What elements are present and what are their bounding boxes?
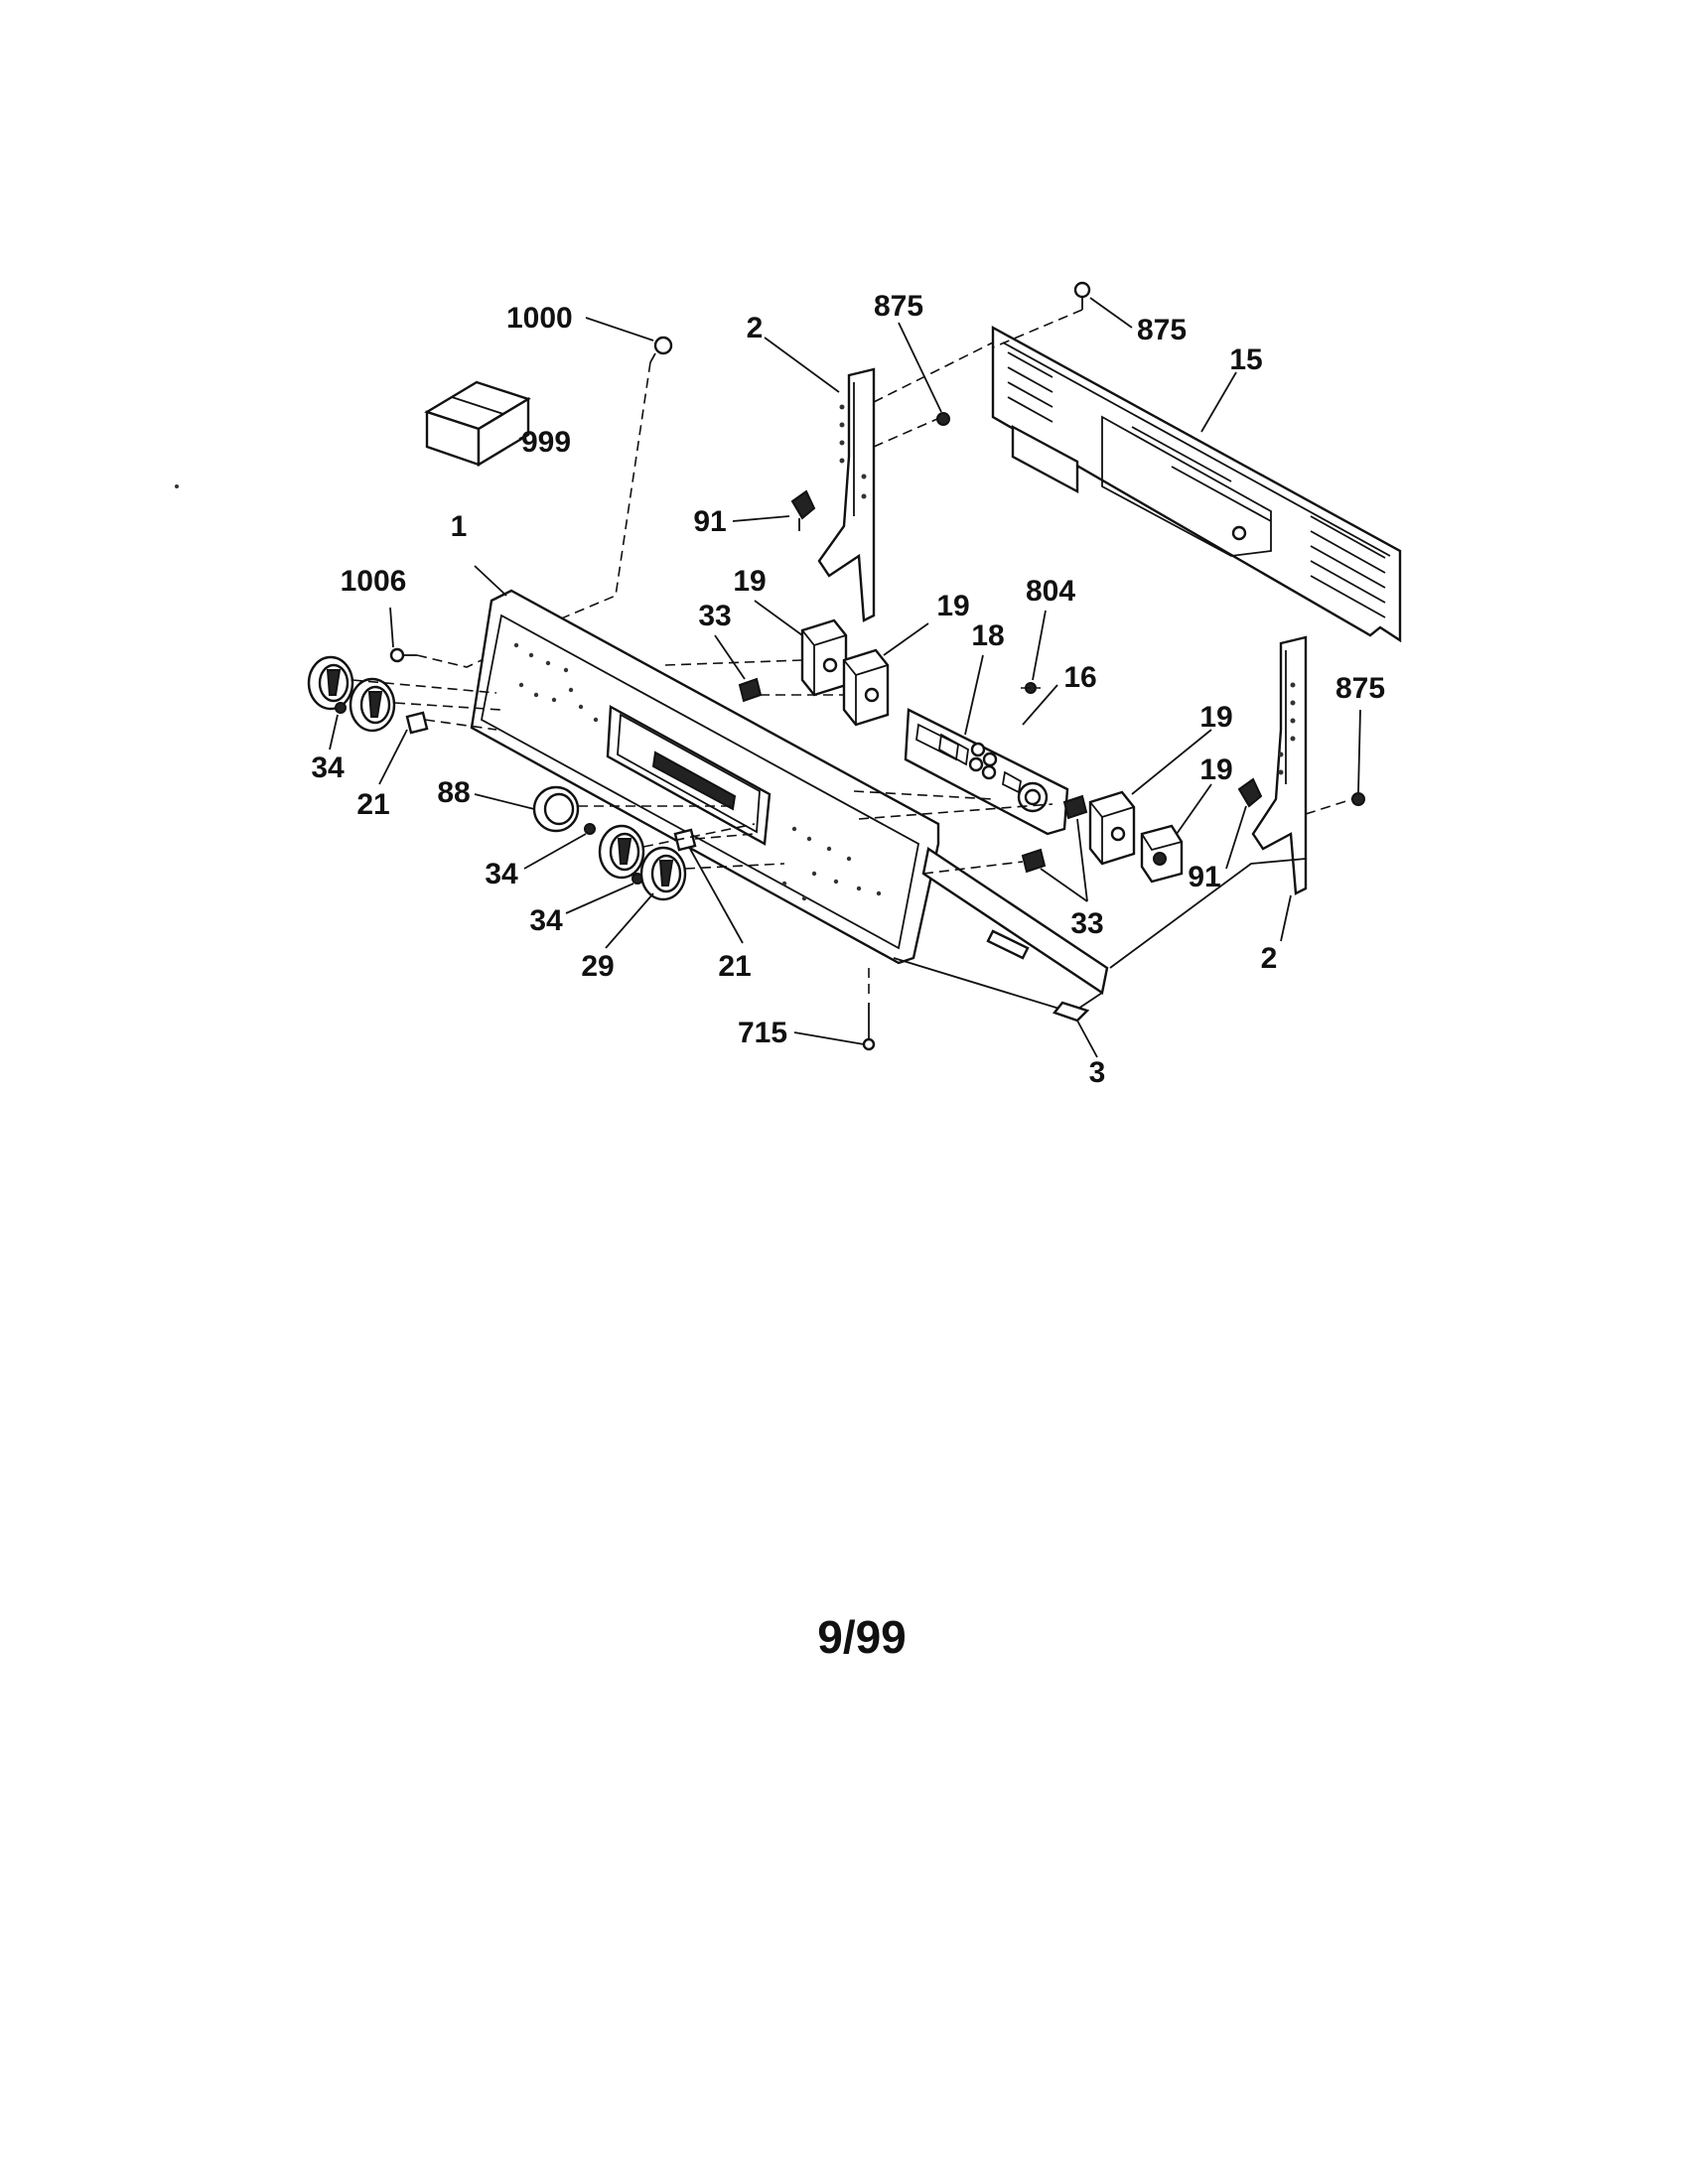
clip-33-right-a-icon xyxy=(1062,794,1088,820)
knob-upper-left-icon xyxy=(307,655,354,711)
clip-33-right-b-icon xyxy=(1021,848,1047,874)
callout-21-a: 21 xyxy=(356,788,389,821)
callout-2-top: 2 xyxy=(747,312,764,344)
screw-1000-icon xyxy=(649,336,673,363)
bracket-clip-91-right-icon xyxy=(1237,777,1263,808)
callout-875-right: 875 xyxy=(1335,672,1385,705)
knob-stem-21-a-icon xyxy=(405,711,429,735)
control-panel-part xyxy=(470,589,940,965)
callout-999: 999 xyxy=(521,426,571,459)
side-bracket-right-part xyxy=(1251,635,1308,895)
page-footer-date: 9/99 xyxy=(817,1611,907,1663)
callout-91-right: 91 xyxy=(1188,861,1220,893)
callout-19-b: 19 xyxy=(936,590,969,622)
screw-715-icon xyxy=(862,1003,876,1051)
callout-29: 29 xyxy=(581,950,614,983)
switch-19-a-icon xyxy=(800,618,848,697)
callout-91-top: 91 xyxy=(693,505,726,538)
callout-1006: 1006 xyxy=(341,565,407,598)
callout-33-bottom: 33 xyxy=(1070,907,1103,940)
screw-1006-icon xyxy=(389,647,417,663)
spring-clip-34-a-icon xyxy=(335,702,347,714)
parts-box-999-icon xyxy=(424,380,531,468)
bracket-clip-91-top-icon xyxy=(790,489,816,531)
stray-dot-mark xyxy=(175,484,179,488)
side-bracket-left-part xyxy=(817,367,876,622)
callout-18: 18 xyxy=(971,619,1004,652)
leader-lines xyxy=(329,297,1361,1058)
callout-715: 715 xyxy=(738,1017,787,1049)
knob-stem-21-b-icon xyxy=(673,828,697,852)
switch-19-c-icon xyxy=(1088,790,1136,866)
switch-19-b-icon xyxy=(842,648,890,727)
callout-34-a: 34 xyxy=(311,751,345,784)
callout-2-bottom: 2 xyxy=(1261,942,1278,975)
rear-panel-part xyxy=(991,325,1402,643)
callout-16: 16 xyxy=(1063,661,1096,694)
knob-88-icon xyxy=(532,785,580,833)
callout-34-c: 34 xyxy=(529,904,563,937)
screw-875-top-icon xyxy=(936,412,950,426)
control-board-part xyxy=(904,708,1069,836)
callout-19-a: 19 xyxy=(733,565,766,598)
screw-875-rear-icon xyxy=(1073,281,1091,310)
callout-34-b: 34 xyxy=(485,858,518,890)
callout-21-b: 21 xyxy=(718,950,751,983)
screw-875-right-icon xyxy=(1351,792,1365,806)
trim-strip-part xyxy=(893,847,1109,1023)
callout-labels: 1000 999 2 875 875 15 91 1 1006 33 19 19… xyxy=(311,290,1385,1089)
callout-15: 15 xyxy=(1229,343,1262,376)
callout-3: 3 xyxy=(1089,1056,1106,1089)
spring-clip-34-b-icon xyxy=(584,823,596,835)
callout-19-c: 19 xyxy=(1199,701,1232,734)
knob-left-icon xyxy=(349,677,396,733)
callout-804: 804 xyxy=(1026,575,1075,608)
callout-19-d: 19 xyxy=(1199,753,1232,786)
callout-875-top: 875 xyxy=(874,290,923,323)
callout-1000: 1000 xyxy=(506,302,573,335)
callout-875-rear: 875 xyxy=(1137,314,1187,346)
clip-33-top-icon xyxy=(738,677,763,703)
callout-33-top: 33 xyxy=(698,600,731,632)
callout-1: 1 xyxy=(451,510,468,543)
knob-29-icon xyxy=(639,846,687,901)
knob-lower-a-icon xyxy=(598,824,645,880)
switch-19-d-icon xyxy=(1140,824,1184,884)
callout-88: 88 xyxy=(437,776,470,809)
